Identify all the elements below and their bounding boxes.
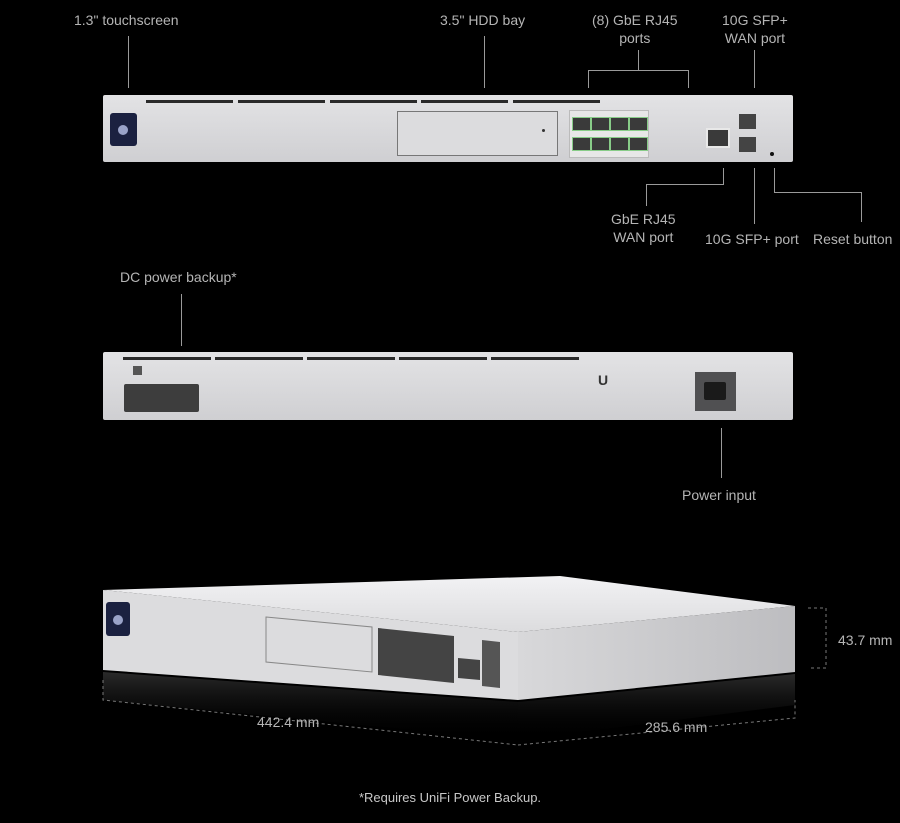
device-side xyxy=(518,606,795,700)
touchscreen[interactable] xyxy=(110,113,137,146)
label-hdd-bay: 3.5" HDD bay xyxy=(440,12,526,28)
label-power-input: Power input xyxy=(682,487,756,503)
dc-power-backup-connector xyxy=(124,384,199,412)
dimension-height: 43.7 mm xyxy=(838,632,893,648)
gbe-ports xyxy=(569,110,649,158)
rear-panel: U xyxy=(103,352,793,420)
front-panel xyxy=(103,95,793,162)
hdd-bay[interactable] xyxy=(397,111,558,156)
label-reset: Reset button xyxy=(813,231,893,247)
device-top xyxy=(103,576,795,632)
label-sfp-wan: 10G SFP+WAN port xyxy=(722,12,788,46)
footnote: *Requires UniFi Power Backup. xyxy=(358,790,542,805)
ubiquiti-logo: U xyxy=(598,372,609,388)
gbe-wan-port xyxy=(706,128,730,148)
sfp-port xyxy=(739,137,756,152)
label-touchscreen: 1.3" touchscreen xyxy=(74,12,179,28)
reset-button[interactable] xyxy=(770,152,774,156)
ports-3d xyxy=(378,628,454,683)
qr-code xyxy=(133,366,142,375)
label-dc-backup: DC power backup* xyxy=(120,269,237,285)
sfp-wan-port xyxy=(739,114,756,129)
dimension-width: 442.4 mm xyxy=(257,714,320,730)
label-sfp-port: 10G SFP+ port xyxy=(705,231,799,247)
power-input-socket xyxy=(695,372,736,411)
dimension-depth: 285.6 mm xyxy=(645,719,708,735)
